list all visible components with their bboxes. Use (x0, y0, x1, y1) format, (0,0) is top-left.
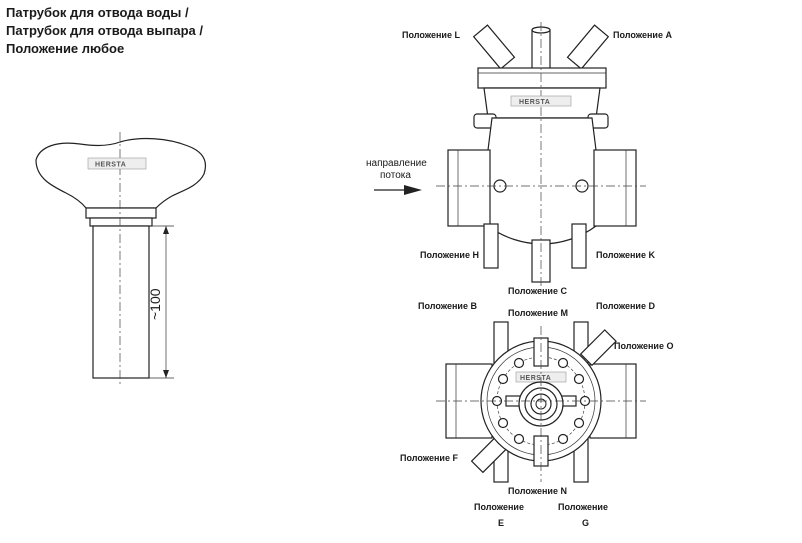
top-view-left-inlet (472, 24, 516, 70)
side-view-pipe (92, 225, 150, 379)
side-view-body (35, 137, 207, 209)
dim-arrow-top (163, 226, 169, 234)
bolt-3 (573, 373, 585, 385)
top-view-outlet-h (483, 223, 499, 269)
heading-line-2: Патрубок для отвода выпара / (6, 23, 203, 38)
label-position-k: Положение K (596, 250, 655, 260)
label-position-b: Положение B (418, 301, 477, 311)
label-position-d: Положение D (596, 301, 655, 311)
top-view-right-inlet (566, 24, 610, 70)
bolt-2 (557, 357, 569, 369)
bolt-8 (497, 417, 509, 429)
top-view-outlet-k (571, 223, 587, 269)
side-view-logo: HERSTA (95, 162, 126, 169)
flow-label-2: потока (380, 170, 411, 181)
dim-value: ~100 (147, 288, 163, 320)
side-view-ring-1 (85, 207, 157, 219)
bottom-view-outlet-o (579, 329, 617, 367)
bottom-view-bolts (491, 357, 591, 445)
label-position-o: Положение O (614, 341, 673, 351)
bottom-view-drawing: HERSTA Положение B Положение M Положение… (400, 301, 673, 528)
bolt-10 (497, 373, 509, 385)
top-view-right-pipe (593, 149, 637, 227)
bolt-5 (573, 417, 585, 429)
label-position-a: Положение A (613, 30, 672, 40)
side-view-logo-plate (87, 157, 147, 170)
bottom-view-logo: HERSTA (520, 375, 551, 382)
label-position-e-word: Положение (474, 502, 524, 512)
label-position-h: Положение H (420, 250, 479, 260)
page-heading: Патрубок для отвода воды / Патрубок для … (6, 4, 203, 58)
top-view-logo-plate (510, 95, 572, 107)
top-view-drawing: HERSTA направление потока Положение L По… (366, 22, 672, 296)
label-position-c: Положение C (508, 286, 567, 296)
flow-arrow-head (404, 185, 422, 195)
heading-line-1: Патрубок для отвода воды / (6, 5, 189, 20)
label-position-n: Положение N (508, 486, 567, 496)
flow-label-1: направление (366, 158, 427, 169)
label-position-g-word: Положение (558, 502, 608, 512)
label-position-g-letter: G (582, 518, 589, 528)
top-view-logo: HERSTA (519, 99, 550, 106)
bolt-1 (513, 357, 525, 369)
side-view-ring-2 (89, 217, 153, 227)
dim-arrow-bottom (163, 370, 169, 378)
label-position-m: Положение M (508, 308, 568, 318)
label-position-l: Положение L (402, 30, 460, 40)
heading-line-3: Положение любое (6, 41, 125, 56)
top-view-left-pipe (447, 149, 491, 227)
side-view-drawing: HERSTA ~100 (35, 132, 207, 386)
label-position-f: Положение F (400, 453, 458, 463)
bolt-6 (557, 433, 569, 445)
top-view-flange (477, 67, 607, 89)
bolt-7 (513, 433, 525, 445)
label-position-e-letter: E (498, 518, 504, 528)
